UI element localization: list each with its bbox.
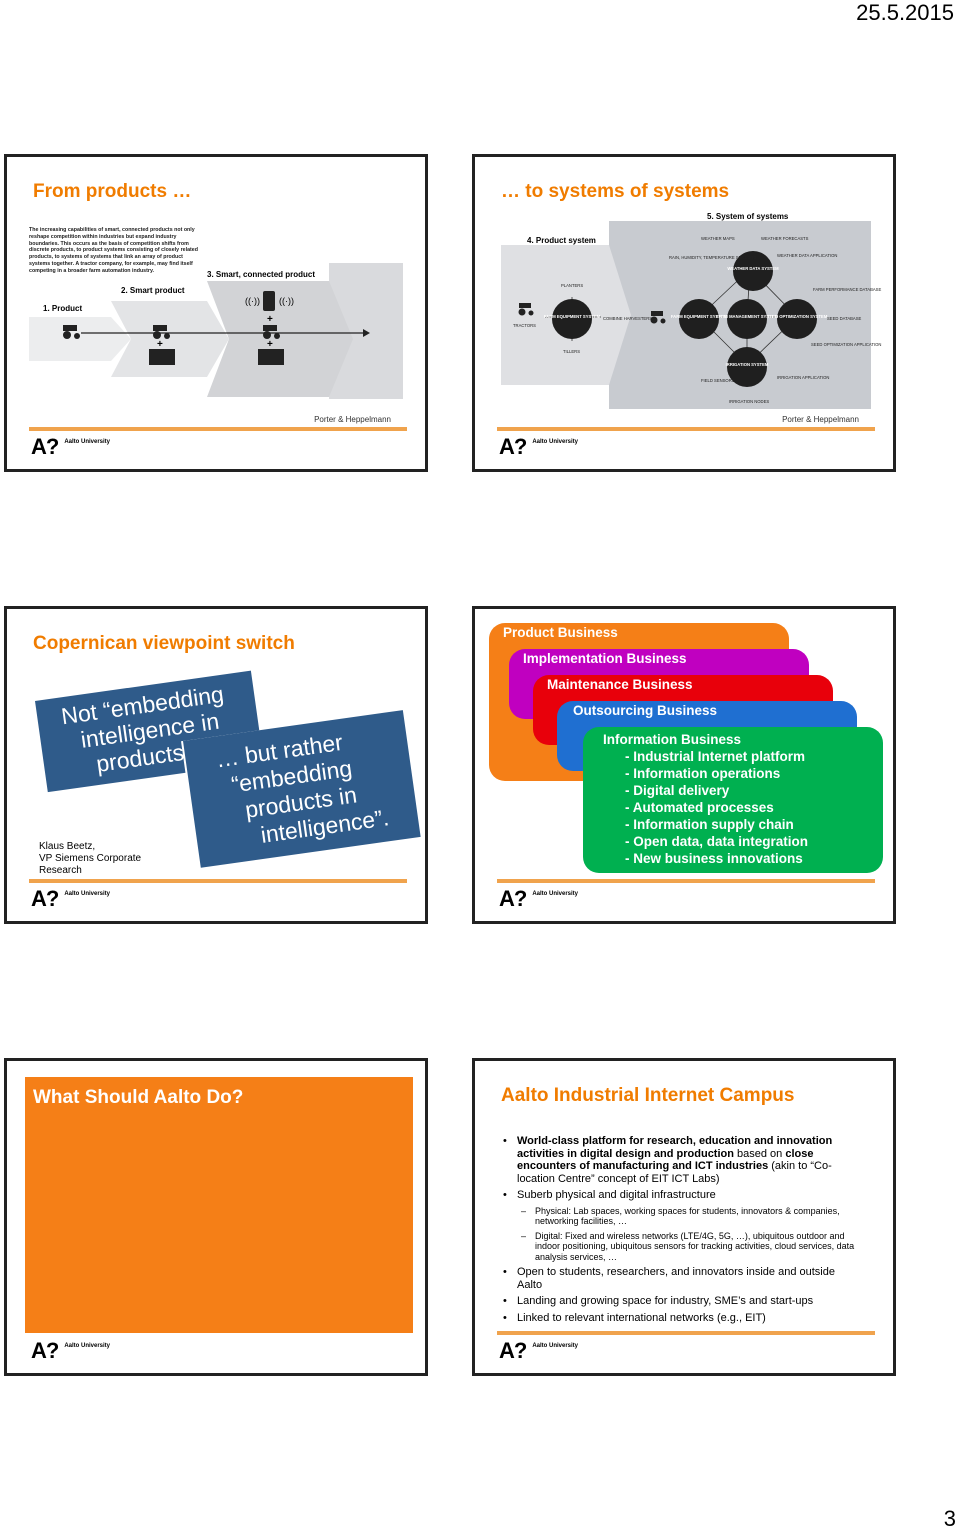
info-item: - Industrial Internet platform xyxy=(625,749,806,764)
layer-information-business: Information Business - Industrial Intern… xyxy=(583,727,883,873)
orange-panel xyxy=(25,1077,413,1333)
node-seed-optimization: SEED OPTIMIZATION SYSTEM xyxy=(767,314,828,319)
aalto-logo: A?Aalto University xyxy=(499,886,579,911)
label-tractors: TRACTORS xyxy=(513,323,536,328)
slide-industrial-internet-campus: Aalto Industrial Internet Campus World-c… xyxy=(472,1058,896,1376)
aalto-logo: A?Aalto University xyxy=(31,434,111,459)
svg-text:+: + xyxy=(157,339,163,350)
wedge-stage-2 xyxy=(111,301,229,377)
list-subitem: Digital: Fixed and wireless networks (LT… xyxy=(521,1231,861,1263)
stage-2-label: 2. Smart product xyxy=(121,286,185,295)
slide-title: From products … xyxy=(33,181,192,202)
label-seed-app: SEED OPTIMIZATION APPLICATION xyxy=(811,342,881,347)
list-item: Landing and growing space for industry, … xyxy=(503,1295,861,1308)
wedge-stage-1 xyxy=(29,317,131,361)
intro-text: The increasing capabilities of smart, co… xyxy=(29,227,198,274)
wireless-signal-icon: ((·)) xyxy=(279,296,294,306)
list-item: Linked to relevant international network… xyxy=(503,1312,861,1325)
list-item: Suberb physical and digital infrastructu… xyxy=(503,1189,861,1202)
info-item: - Information operations xyxy=(625,766,781,781)
sensor-panel-icon xyxy=(149,349,175,365)
info-item: - Information supply chain xyxy=(625,817,794,832)
aalto-logo: A?Aalto University xyxy=(499,434,579,459)
node-weather-data: WEATHER DATA SYSTEM xyxy=(727,266,779,271)
sensor-panel-icon xyxy=(258,349,284,365)
slide-from-products: From products … The increasing capabilit… xyxy=(4,154,428,472)
info-item: - Open data, data integration xyxy=(625,834,809,849)
wedge-stage-3 xyxy=(207,281,353,397)
label-field-sensors: FIELD SENSORS xyxy=(701,378,735,383)
page-date: 25.5.2015 xyxy=(856,0,954,25)
label-rain-sensors: RAIN, HUMIDITY, TEMPERATURE SENSORS xyxy=(669,255,756,260)
label-combine: COMBINE HARVESTERS xyxy=(603,316,652,321)
image-credit: Porter & Heppelmann xyxy=(782,415,859,424)
info-item: - New business innovations xyxy=(625,851,803,866)
slide-copernican-switch: Copernican viewpoint switch Not “embeddi… xyxy=(4,606,428,924)
stage-1-label: 1. Product xyxy=(43,304,82,313)
slide-systems-of-systems: … to systems of systems 4. Product syste… xyxy=(472,154,896,472)
quote-attribution: Klaus Beetz, VP Siemens Corporate Resear… xyxy=(39,841,142,876)
label-irrigation-nodes: IRRIGATION NODES xyxy=(729,399,769,404)
slide-title: What Should Aalto Do? xyxy=(33,1087,244,1108)
label-weather-forecasts: WEATHER FORECASTS xyxy=(761,236,809,241)
list-item: World-class platform for research, educa… xyxy=(503,1135,861,1185)
label-weather-app: WEATHER DATA APPLICATION xyxy=(777,253,837,258)
tractor-icon xyxy=(263,325,280,339)
info-item: - Digital delivery xyxy=(625,783,730,798)
aalto-logo: A?Aalto University xyxy=(31,1338,111,1363)
stage-5-label: 5. System of systems xyxy=(707,212,789,221)
label-weather-maps: WEATHER MAPS xyxy=(701,236,735,241)
slide-title: Copernican viewpoint switch xyxy=(33,633,295,654)
list-subitem: Physical: Lab spaces, working spaces for… xyxy=(521,1206,861,1227)
slide-title: Aalto Industrial Internet Campus xyxy=(501,1085,795,1106)
page-number: 3 xyxy=(943,1506,956,1531)
label-farm-perf-db: FARM PERFORMANCE DATABASE xyxy=(813,287,881,292)
label-tillers: TILLERS xyxy=(563,349,580,354)
label-planters: PLANTERS xyxy=(561,283,583,288)
orange-rule xyxy=(29,879,407,883)
slide-what-should-aalto-do: What Should Aalto Do? A?Aalto University xyxy=(4,1058,428,1376)
list-item: Open to students, researchers, and innov… xyxy=(503,1266,861,1291)
info-item: - Automated processes xyxy=(625,800,774,815)
slide-title: … to systems of systems xyxy=(501,181,730,202)
aalto-logo: A?Aalto University xyxy=(499,1338,579,1363)
node-farm-equipment-2: FARM EQUIPMENT SYSTEM xyxy=(671,314,728,319)
tractor-icon xyxy=(63,325,80,339)
bullet-list: World-class platform for research, educa… xyxy=(501,1135,861,1328)
tractor-icon xyxy=(153,325,170,339)
orange-rule xyxy=(497,1331,875,1335)
node-irrigation: IRRIGATION SYSTEM xyxy=(726,362,769,367)
image-credit: Porter & Heppelmann xyxy=(314,415,391,424)
aalto-logo: A?Aalto University xyxy=(31,886,111,911)
wireless-signal-icon: ((·)) xyxy=(245,296,260,306)
svg-text:+: + xyxy=(267,314,273,325)
orange-rule xyxy=(29,427,407,431)
node-farm-management: FARM MANAGEMENT SYSTEM xyxy=(716,314,778,319)
tractor-icon xyxy=(650,311,666,324)
label-irrigation-app: IRRIGATION APPLICATION xyxy=(777,375,829,380)
slide-business-layers: Product Business Implementation Business… xyxy=(472,606,896,924)
stage-3-label: 3. Smart, connected product xyxy=(207,270,315,279)
node-farm-equipment: FARM EQUIPMENT SYSTEM xyxy=(544,314,601,319)
tractor-icon xyxy=(518,303,534,316)
svg-text:+: + xyxy=(267,339,273,350)
orange-rule xyxy=(497,879,875,883)
product-evolution-diagram: 1. Product 2. Smart product 3. Smart, co… xyxy=(29,263,403,399)
system-of-systems-diagram: 4. Product system 5. System of systems F… xyxy=(501,212,881,409)
orange-rule xyxy=(497,427,875,431)
stage-4-label: 4. Product system xyxy=(527,236,596,245)
label-seed-db: SEED DATABASE xyxy=(827,316,861,321)
smartphone-icon xyxy=(263,291,275,311)
